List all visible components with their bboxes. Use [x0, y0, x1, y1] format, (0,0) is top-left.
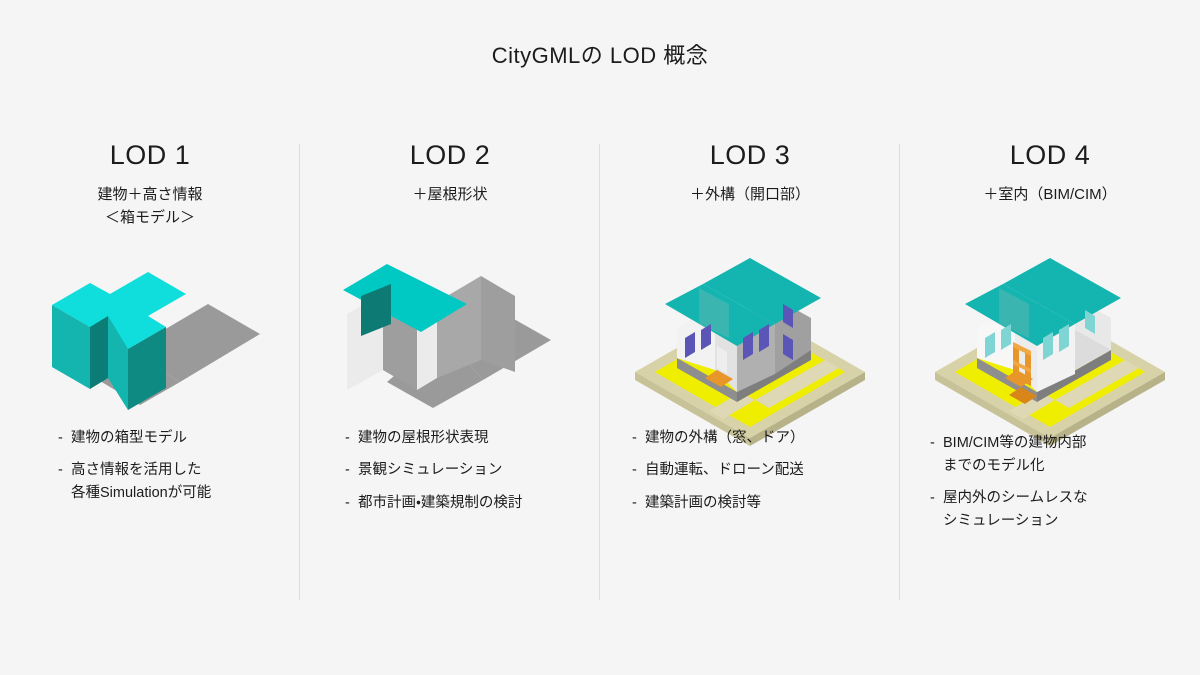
roof-main-left [343, 264, 467, 332]
bullet-text: 建物の屋根形状表現 [358, 429, 489, 446]
house-foundation-right [737, 350, 811, 402]
entry-steps [705, 370, 733, 387]
lod3-exterior-openings-illustration [600, 242, 900, 472]
window-front-2 [1059, 324, 1069, 352]
lot-base-right [750, 372, 865, 446]
page-title: CityGMLの LOD 概念 [491, 43, 709, 68]
roof-main-left-plane [1003, 258, 1121, 324]
bullet-text: 建築計画の検討等 [645, 494, 761, 511]
window-left-2 [1001, 324, 1011, 350]
lod-bullets-lod1: - 建物の箱型モデル - 高さ情報を活用した 各種Simulationが可能 [58, 427, 308, 514]
house-foundation-right [1037, 350, 1111, 402]
lod-column-lod1: LOD 1 建物＋高さ情報 ＜箱モデル＞ - 建物 [0, 132, 300, 612]
bullet-dash: - [930, 490, 935, 507]
lot-path-horizontal [1055, 360, 1139, 408]
lot-base-left [635, 372, 750, 446]
roof-dormer-left [699, 288, 729, 338]
interior-frame-rail [1013, 360, 1031, 373]
lod2-roof-shape-illustration [300, 242, 600, 472]
bullet-item: - 建物の屋根形状表現 [345, 427, 605, 449]
box-left-face-main [108, 316, 128, 410]
bullet-item: - BIM/CIM等の建物内部 までのモデル化 [930, 432, 1200, 477]
lod-column-lod4: LOD 4 ＋室内（BIM/CIM） [900, 132, 1200, 612]
lod-title-lod1: LOD 1 [109, 140, 191, 170]
window-gable-upper [783, 304, 793, 328]
lod-bullets-lod2: - 建物の屋根形状表現 - 景観シミュレーション - 都市計画・建築規制の検討 [345, 427, 605, 524]
bullet-dash: - [345, 494, 350, 511]
roof-main-left-plane [703, 258, 821, 324]
roof-dormer [361, 284, 391, 336]
bullet-text: 都市計画・建築規制の検討 [358, 494, 523, 511]
bullet-dash: - [632, 429, 637, 446]
bullet-dash: - [345, 429, 350, 446]
box-notch-face [90, 316, 108, 389]
bullet-item: - 建築計画の検討等 [632, 492, 897, 514]
house-main-right [481, 276, 515, 372]
window-front-1 [1043, 332, 1053, 360]
bullet-text: BIM/CIM等の建物内部 までのモデル化 [943, 435, 1087, 474]
window-front-2 [759, 324, 769, 352]
bullet-dash: - [632, 462, 637, 479]
bullet-item: - 都市計画・建築規制の検討 [345, 492, 605, 514]
window-front-1 [743, 332, 753, 360]
lot-base-right [1050, 372, 1165, 446]
bullet-item: - 屋内外のシームレスな シミュレーション [930, 487, 1200, 532]
bullet-dash: - [58, 462, 63, 479]
bullet-dash: - [930, 435, 935, 452]
bullet-text: 自動運転、ドローン配送 [645, 462, 804, 479]
bullet-text: 高さ情報を活用した 各種Simulationが可能 [71, 462, 212, 501]
bullet-item: - 高さ情報を活用した 各種Simulationが可能 [58, 459, 308, 504]
lod-bullets-lod3: - 建物の外構（窓、ドア） - 自動運転、ドローン配送 - 建築計画の検討等 [632, 427, 897, 524]
lod-title-lod3: LOD 3 [709, 140, 791, 170]
bullet-item: - 自動運転、ドローン配送 [632, 459, 897, 481]
column-divider [299, 144, 300, 600]
lod1-box-model-illustration [0, 242, 300, 472]
lod-subtitle-lod2: ＋屋根形状 [412, 186, 488, 203]
window-left-1 [985, 332, 995, 358]
entry-steps [1005, 370, 1033, 387]
bullet-text: 屋内外のシームレスな シミュレーション [943, 490, 1088, 529]
lot-path-horizontal [755, 360, 839, 408]
bullet-item: - 建物の箱型モデル [58, 427, 308, 449]
lod4-interior-bim-cim-illustration [900, 242, 1200, 472]
front-door [717, 346, 727, 374]
lod-subtitle-lod4: ＋室内（BIM/CIM） [983, 186, 1117, 203]
lod-title-lod2: LOD 2 [409, 140, 491, 170]
bullet-item: - 景観シミュレーション [345, 459, 605, 481]
lod-title-lod4: LOD 4 [1009, 140, 1091, 170]
box-left-face-small [52, 305, 90, 389]
roof-dormer-left [999, 288, 1029, 338]
house-foundation-left [677, 358, 737, 402]
interior-frame-beam [1013, 342, 1031, 356]
lod-subtitle-lod1: 建物＋高さ情報 ＜箱モデル＞ [97, 186, 203, 226]
bullet-text: 建物の外構（窓、ドア） [645, 429, 805, 446]
lod-bullets-lod4: - BIM/CIM等の建物内部 までのモデル化 - 屋内外のシームレスな シミュ… [930, 432, 1200, 542]
lot-base-left [935, 372, 1050, 446]
box-right-face-main [128, 327, 166, 410]
box-top-face [52, 272, 186, 349]
bullet-text: 建物の箱型モデル [71, 429, 187, 446]
window-interior-back [1085, 310, 1095, 334]
lod-subtitle-lod3: ＋外構（開口部） [689, 186, 810, 203]
entry-steps-lower [1009, 387, 1037, 404]
lot-path-vertical [709, 392, 755, 419]
bullet-dash: - [345, 462, 350, 479]
lod-column-lod2: LOD 2 ＋屋根形状 [300, 132, 600, 612]
bullet-text: 景観シミュレーション [358, 462, 503, 479]
window-left-2 [701, 324, 711, 350]
column-divider [599, 144, 600, 600]
lod-columns-container: LOD 1 建物＋高さ情報 ＜箱モデル＞ - 建物 [0, 132, 1200, 612]
lod-column-lod3: LOD 3 ＋外構（開口部） [600, 132, 900, 612]
window-gable-lower [783, 334, 793, 360]
column-divider [899, 144, 900, 600]
lot-path-vertical [1009, 392, 1055, 419]
window-left-1 [685, 332, 695, 358]
bullet-dash: - [58, 429, 63, 446]
bullet-item: - 建物の外構（窓、ドア） [632, 427, 897, 449]
bullet-dash: - [632, 494, 637, 511]
